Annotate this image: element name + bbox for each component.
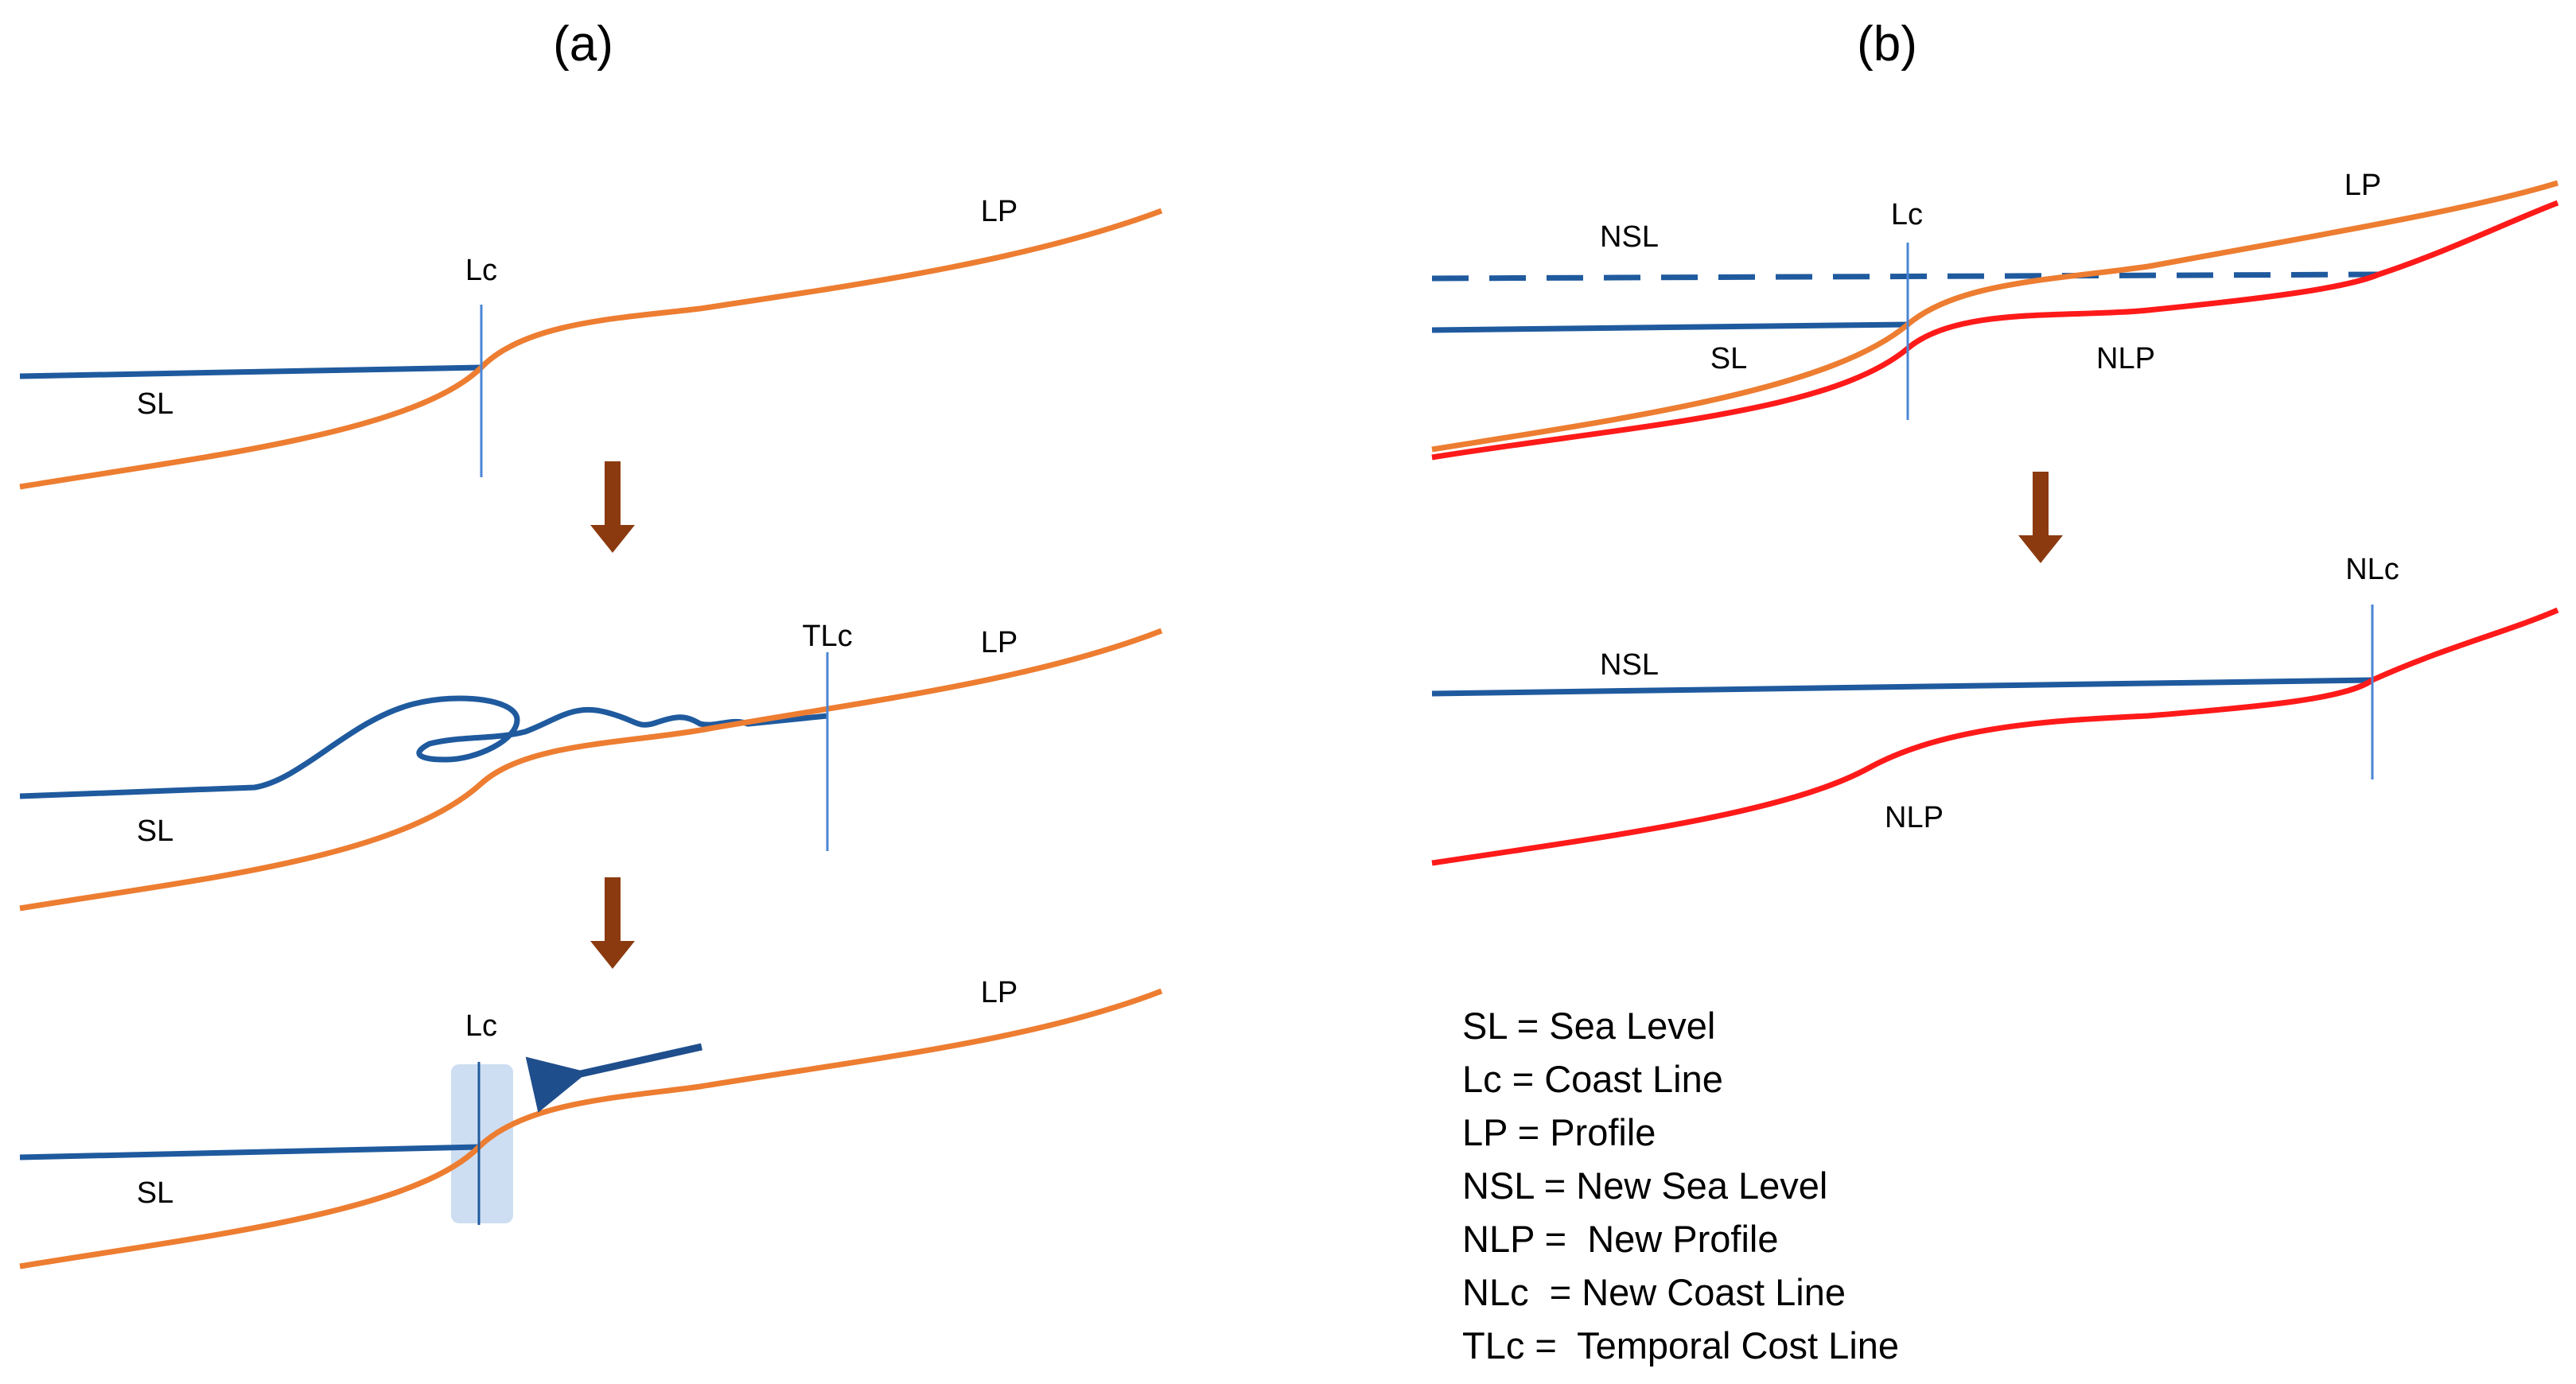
wave-sea-level-line [19, 695, 828, 799]
retreat-arrow-icon [525, 1043, 702, 1113]
step-arrow-down-icon [590, 877, 635, 969]
new-profile-label: NLP [2096, 342, 2155, 375]
sea-level-label: SL [137, 387, 173, 421]
sea-level-line [1431, 321, 1909, 333]
coast-line-label: Lc [465, 254, 497, 287]
step-arrow-down-icon [2018, 472, 2063, 563]
panel-b: (b) NSL Lc LP SL NLP NLc NSL NLP [1431, 17, 2559, 1367]
legend-item-tlc: TLc = Temporal Cost Line [1462, 1324, 1899, 1367]
panel-b-title: (b) [1857, 17, 1917, 72]
new-profile-label: NLP [1885, 801, 1944, 834]
land-profile-line [19, 208, 1163, 490]
sea-level-label: SL [1710, 342, 1747, 375]
new-land-profile-line [1431, 200, 2559, 461]
land-profile-line [19, 628, 1163, 912]
temporal-coast-line-label: TLc [802, 620, 852, 653]
legend-item-lp: LP = Profile [1462, 1111, 1656, 1153]
panel-a-step-2: TLc SL LP [19, 620, 1163, 912]
legend-item-nlp: NLP = New Profile [1462, 1218, 1779, 1260]
sea-level-line [19, 1144, 480, 1160]
sea-level-line [19, 364, 482, 379]
coast-line-label: Lc [465, 1009, 497, 1043]
legend-item-nlc: NLc = New Coast Line [1462, 1271, 1846, 1313]
panel-b-before: NSL Lc LP SL NLP [1431, 169, 2559, 461]
panel-a-title: (a) [553, 17, 613, 72]
land-profile-line [1431, 180, 2559, 453]
legend-item-sl: SL = Sea Level [1462, 1005, 1715, 1047]
new-sea-level-label: NSL [1600, 648, 1659, 682]
new-sea-level-dashed-line [1431, 271, 2379, 282]
new-sea-level-line [1431, 677, 2373, 697]
panel-a: (a) Lc SL LP TLc SL LP [19, 17, 1163, 1269]
sea-level-label: SL [137, 1176, 173, 1210]
profile-label: LP [981, 626, 1018, 659]
coast-line-label: Lc [1891, 198, 1923, 231]
sea-level-label: SL [137, 814, 173, 848]
legend-item-nsl: NSL = New Sea Level [1462, 1164, 1827, 1207]
land-profile-line [19, 988, 1163, 1269]
panel-b-after: NLc NSL NLP [1431, 553, 2559, 866]
panel-a-step-1: Lc SL LP [19, 195, 1163, 490]
profile-label: LP [2344, 169, 2381, 202]
new-land-profile-line [1431, 607, 2559, 866]
legend: SL = Sea Level Lc = Coast Line LP = Prof… [1462, 1005, 1899, 1367]
new-coast-line-label: NLc [2345, 553, 2399, 586]
profile-label: LP [981, 976, 1018, 1009]
step-arrow-down-icon [590, 461, 635, 553]
profile-label: LP [981, 195, 1018, 228]
panel-a-step-3: Lc SL LP [19, 976, 1163, 1269]
legend-item-lc: Lc = Coast Line [1462, 1058, 1723, 1100]
new-sea-level-label: NSL [1600, 220, 1659, 254]
